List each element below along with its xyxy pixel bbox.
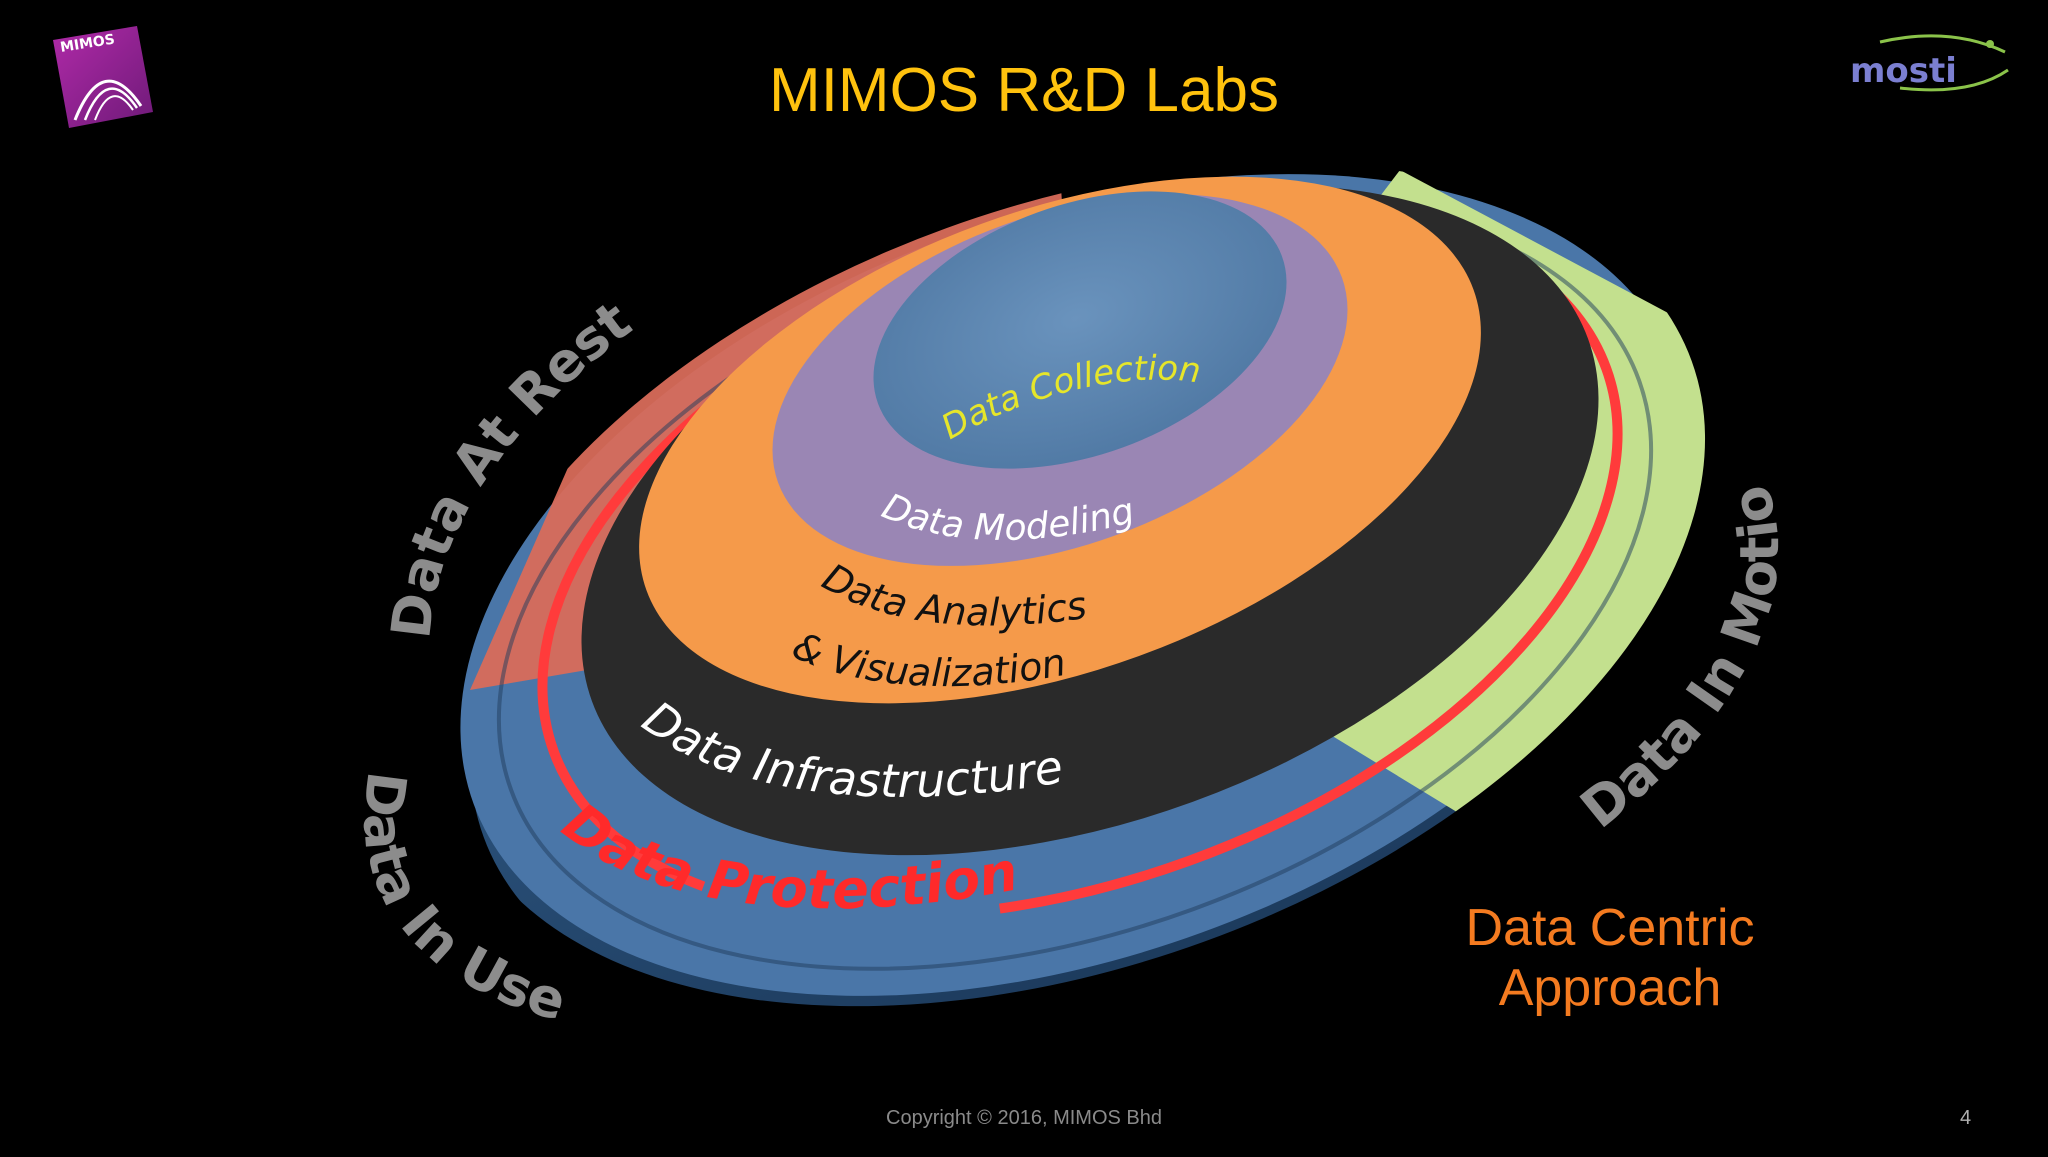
footer-copyright: Copyright © 2016, MIMOS Bhd (886, 1107, 1162, 1129)
approach-line-2: Approach (1498, 959, 1722, 1017)
approach-caption: Data Centric Approach (1420, 898, 1800, 1018)
slide-title: MIMOS R&D Labs (769, 56, 1279, 125)
mosti-logo-text: mosti (1850, 51, 1957, 91)
collection-core (873, 191, 1287, 469)
mimos-logo-icon: MIMOS (45, 20, 160, 135)
page-number: 4 (1960, 1107, 1972, 1129)
approach-line-1: Data Centric (1465, 899, 1755, 957)
mosti-logo-icon: mosti (1840, 30, 2020, 100)
